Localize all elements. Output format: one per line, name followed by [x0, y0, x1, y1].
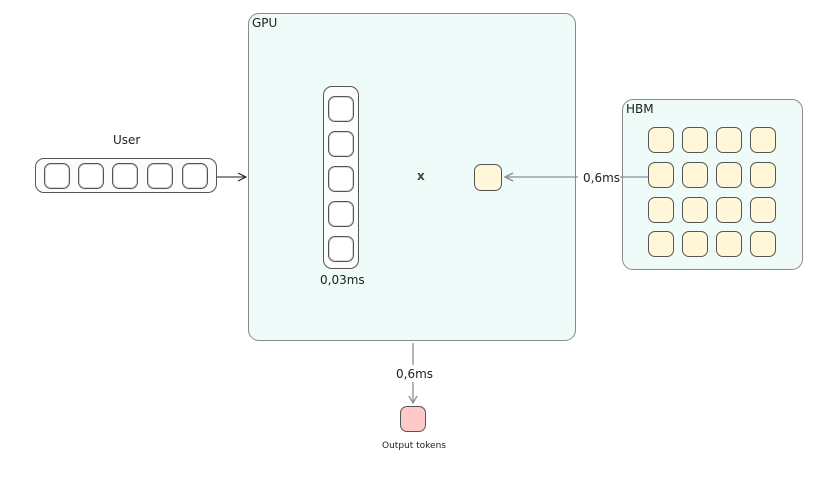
hbm-cell	[682, 162, 708, 188]
gpu-vector-cell	[328, 236, 354, 262]
arrow-gpu-to-output	[408, 343, 418, 405]
hbm-cell	[648, 197, 674, 223]
hbm-cell	[750, 162, 776, 188]
hbm-cell	[716, 127, 742, 153]
user-token	[182, 163, 208, 189]
gpu-weight-cell	[474, 164, 502, 191]
hbm-cell	[750, 127, 776, 153]
hbm-cell	[750, 231, 776, 257]
output-token	[400, 406, 426, 432]
hbm-title: HBM	[626, 102, 654, 116]
gpu-vector-latency: 0,03ms	[320, 273, 365, 287]
hbm-cell	[648, 231, 674, 257]
hbm-cell	[716, 231, 742, 257]
gpu-vector-cell	[328, 201, 354, 227]
hbm-cell	[750, 197, 776, 223]
user-token	[112, 163, 138, 189]
user-token-group	[35, 158, 217, 193]
hbm-cell	[716, 162, 742, 188]
user-token	[147, 163, 173, 189]
user-label: User	[113, 133, 141, 147]
hbm-cell	[682, 127, 708, 153]
multiply-operator: x	[417, 169, 425, 183]
hbm-cell	[682, 231, 708, 257]
arrow-user-to-gpu	[217, 172, 248, 182]
hbm-cell	[682, 197, 708, 223]
output-label: Output tokens	[382, 441, 446, 451]
gpu-vector-cell	[328, 166, 354, 192]
gpu-vector-cell	[328, 131, 354, 157]
user-token	[44, 163, 70, 189]
hbm-cell	[716, 197, 742, 223]
user-token	[78, 163, 104, 189]
arrow-hbm-to-gpu	[503, 172, 648, 182]
hbm-cell	[648, 127, 674, 153]
hbm-transfer-latency: 0,6ms	[583, 171, 621, 185]
output-latency: 0,6ms	[396, 367, 434, 381]
gpu-title: GPU	[252, 16, 278, 30]
hbm-cell	[648, 162, 674, 188]
gpu-vector-group	[323, 86, 359, 269]
gpu-vector-cell	[328, 96, 354, 122]
